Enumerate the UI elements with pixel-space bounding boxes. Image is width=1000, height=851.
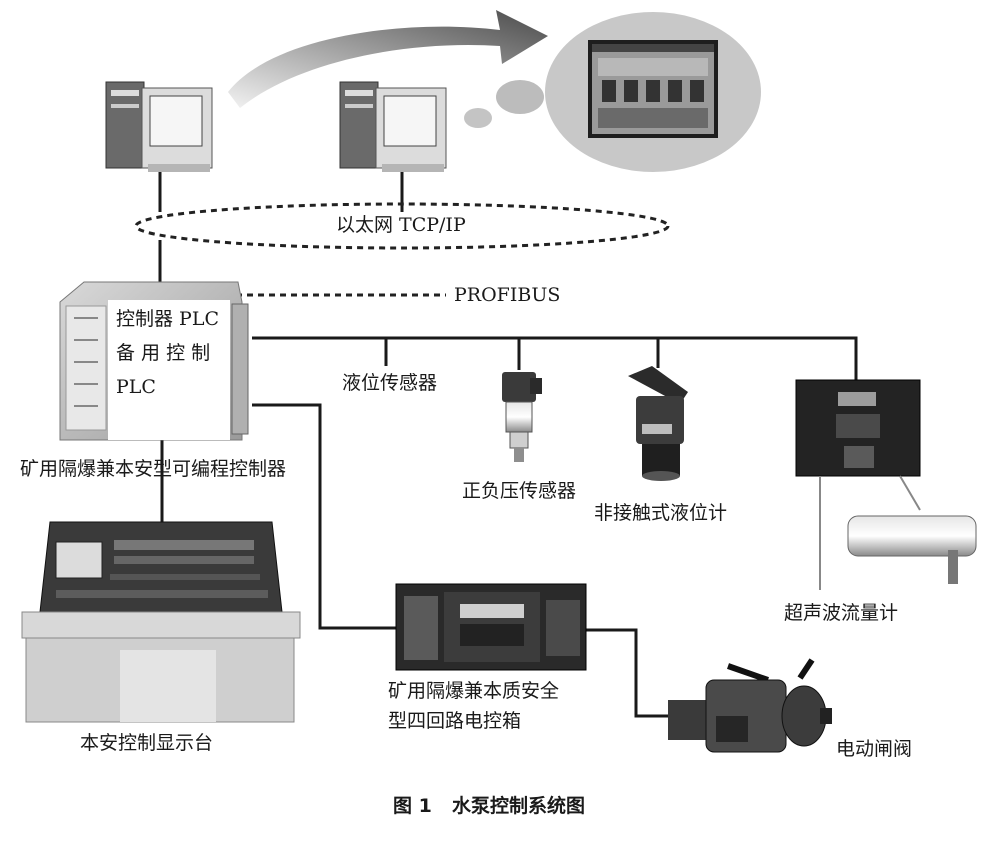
electric-gate-valve-image: [668, 658, 832, 753]
figure-title: 水泵控制系统图: [452, 795, 586, 817]
electric-valve-label: 电动闸阀: [836, 738, 913, 760]
plc-caption: 矿用隔爆兼本安型可编程控制器: [20, 458, 287, 480]
control-box-label-line2: 型四回路电控箱: [388, 710, 522, 732]
connection-lines: [158, 172, 858, 718]
ethernet-bus-ellipse: [134, 202, 670, 250]
hmi-screen-image: [588, 40, 718, 138]
noncontact-level-label: 非接触式液位计: [594, 502, 728, 524]
ultrasonic-flow-label: 超声波流量计: [784, 602, 899, 624]
figure-number: 图 1: [393, 795, 432, 817]
noncontact-level-gauge-image: [628, 366, 688, 481]
level-sensor-label: 液位传感器: [342, 372, 438, 394]
ultrasonic-flowmeter-image: [795, 379, 977, 590]
plc-controller-image: [59, 281, 249, 441]
data-flow-arrow: [228, 10, 548, 108]
control-box-image: [395, 583, 587, 671]
control-box-label-line1: 矿用隔爆兼本质安全: [388, 680, 560, 702]
computer-workstation-2: [339, 81, 447, 172]
pressure-sensor-image: [502, 372, 542, 462]
plc-label-line1: 控制器 PLC: [116, 308, 219, 330]
ethernet-label: 以太网 TCP/IP: [336, 214, 466, 236]
display-console-image: [21, 521, 301, 723]
plc-label-line2: 备 用 控 制: [116, 342, 211, 364]
computer-workstation-1: [105, 81, 213, 172]
pressure-sensor-label: 正负压传感器: [462, 480, 577, 502]
plc-label-line3: PLC: [116, 376, 156, 398]
profibus-label: PROFIBUS: [454, 284, 561, 306]
display-console-label: 本安控制显示台: [80, 732, 214, 754]
